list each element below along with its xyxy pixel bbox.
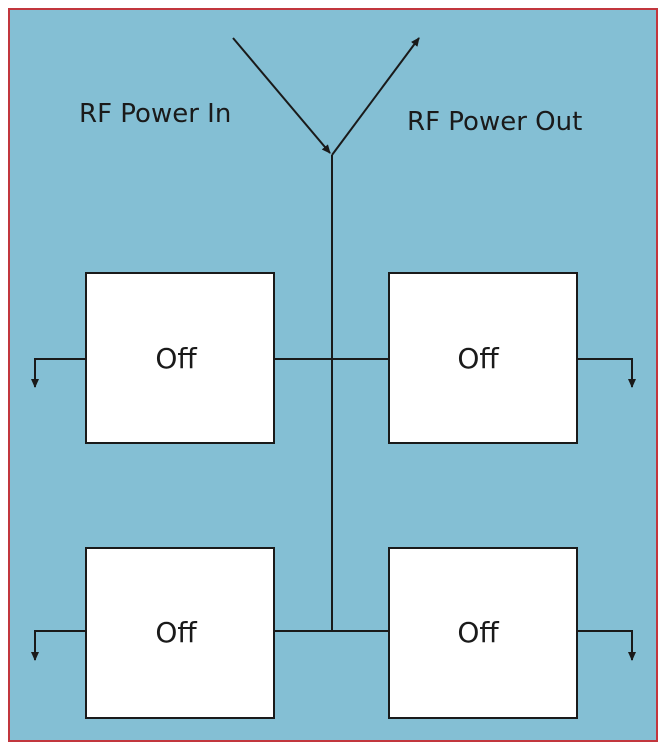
output-arrow-top-right bbox=[577, 358, 636, 388]
switch-box-top-left: Off bbox=[85, 272, 275, 444]
switch-state-label: Off bbox=[457, 342, 499, 375]
rf-power-in-label: RF Power In bbox=[79, 99, 231, 129]
switch-state-label: Off bbox=[155, 616, 197, 649]
rf-power-out-label: RF Power Out bbox=[407, 107, 582, 137]
output-arrow-top-left bbox=[31, 358, 86, 388]
output-arrow-bottom-left bbox=[31, 630, 86, 661]
switch-box-bottom-right: Off bbox=[388, 547, 578, 719]
switch-box-bottom-left: Off bbox=[85, 547, 275, 719]
rf-out-arrow bbox=[331, 37, 420, 156]
switch-state-label: Off bbox=[457, 616, 499, 649]
output-arrow-bottom-right bbox=[577, 630, 636, 661]
switch-box-top-right: Off bbox=[388, 272, 578, 444]
switch-state-label: Off bbox=[155, 342, 197, 375]
rf-in-arrow bbox=[232, 37, 331, 154]
